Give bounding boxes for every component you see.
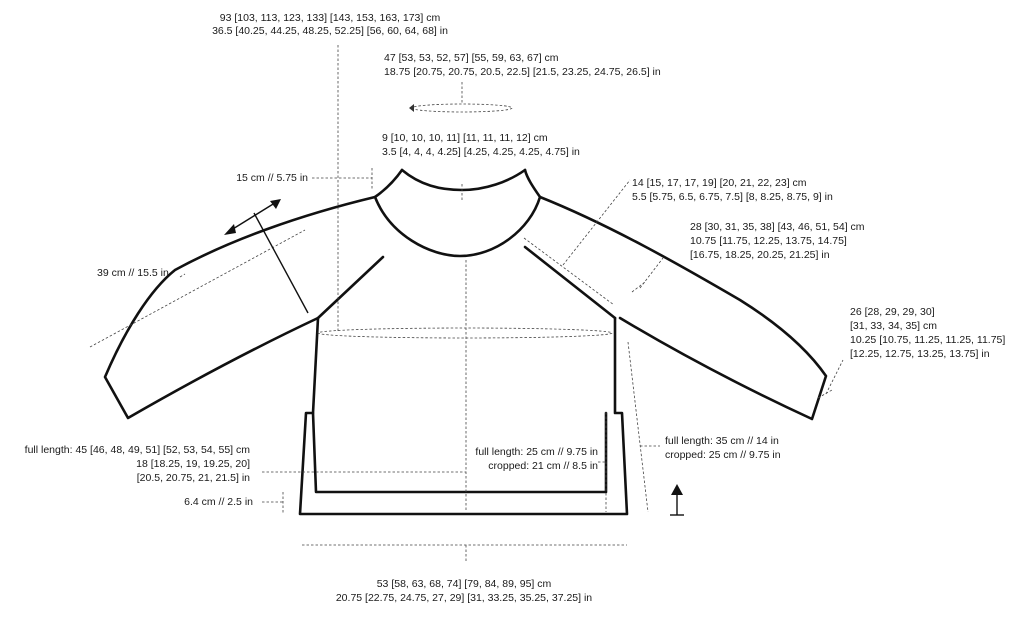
front-length-label-2: cropped: 21 cm // 8.5 in (488, 460, 598, 472)
dimension-lines (89, 45, 844, 562)
collar-depth-label-1: 9 [10, 10, 10, 11] [11, 11, 11, 12] cm (382, 132, 548, 144)
hem-depth-label: 6.4 cm // 2.5 in (184, 496, 253, 508)
neck-opening (400, 168, 527, 192)
upper-arm-leader (639, 257, 664, 289)
upper-arm-label-2: 10.75 [11.75, 12.25, 13.75, 14.75] (690, 235, 847, 247)
neck-circ-ellipse (411, 103, 513, 113)
collar-depth-label-2: 3.5 [4, 4, 4, 4.25] [4.25, 4.25, 4.25, 4… (382, 146, 580, 158)
right-raglan-line (523, 245, 617, 320)
upper-arm-label-3: [16.75, 18.25, 20.25, 21.25] in (690, 249, 830, 261)
knitting-direction-arrow-icon (670, 484, 684, 516)
side-length-line (627, 341, 649, 513)
hem-width-label-2: 20.75 [22.75, 24.75, 27, 29] [31, 33.25,… (336, 592, 592, 604)
body-length-left-label-3: [20.5, 20.75, 21, 21.5] in (137, 472, 250, 484)
cuff-label-1: 26 [28, 29, 29, 30] (850, 306, 935, 318)
cuff-label-3: 10.25 [10.75, 11.25, 11.25, 11.75] (850, 334, 1005, 346)
hem-width-label-1: 53 [58, 63, 68, 74] [79, 84, 89, 95] cm (377, 578, 552, 590)
upper-arm-label-1: 28 [30, 31, 35, 38] [43, 46, 51, 54] cm (690, 221, 865, 233)
garment-outline (103, 168, 828, 516)
cuff-label-4: [12.25, 12.75, 13.25, 13.75] in (850, 348, 990, 360)
sleeve-length-line (89, 229, 306, 348)
left-raglan-line (316, 255, 385, 320)
cuff-label-2: [31, 33, 34, 35] cm (850, 320, 937, 332)
front-length-label-1: full length: 25 cm // 9.75 in (475, 446, 598, 458)
chest-circ-label-2: 36.5 [40.25, 44.25, 48.25, 52.25] [56, 6… (212, 25, 448, 37)
neck-circ-label-2: 18.75 [20.75, 20.75, 20.5, 22.5] [21.5, … (384, 66, 661, 78)
chest-circ-label-1: 93 [103, 113, 123, 133] [143, 153, 163, … (220, 12, 441, 24)
left-sleeve-outline (103, 195, 377, 420)
collar-outer (373, 168, 542, 258)
grain-direction-arrow-icon (224, 199, 309, 314)
yoke-length-label-2: 5.5 [5.75, 6.5, 6.75, 7.5] [8, 8.25, 8.7… (632, 191, 833, 203)
sleeve-length-label: 39 cm // 15.5 in (97, 267, 169, 279)
body-length-left-label-2: 18 [18.25, 19, 19.25, 20] (136, 458, 250, 470)
yoke-length-label-1: 14 [15, 17, 17, 19] [20, 21, 22, 23] cm (632, 177, 807, 189)
cuff-leader (825, 359, 844, 395)
right-sleeve-outline (538, 195, 828, 421)
neck-circ-label-1: 47 [53, 53, 52, 57] [55, 59, 63, 67] cm (384, 52, 559, 64)
yoke-length-line (523, 237, 615, 306)
neck-drop-label: 15 cm // 5.75 in (236, 172, 308, 184)
body-outline (298, 316, 629, 516)
side-length-label-2: cropped: 25 cm // 9.75 in (665, 449, 781, 461)
chest-circ-ellipse (317, 327, 613, 339)
yoke-length-leader (562, 179, 631, 266)
measurement-labels: 93 [103, 113, 123, 133] [143, 153, 163, … (25, 12, 1006, 604)
sleeve-length-leader (179, 273, 186, 278)
neck-circ-arrowhead (409, 104, 414, 112)
side-length-label-1: full length: 35 cm // 14 in (665, 435, 779, 447)
body-length-left-label-1: full length: 45 [46, 48, 49, 51] [52, 53… (25, 444, 251, 456)
